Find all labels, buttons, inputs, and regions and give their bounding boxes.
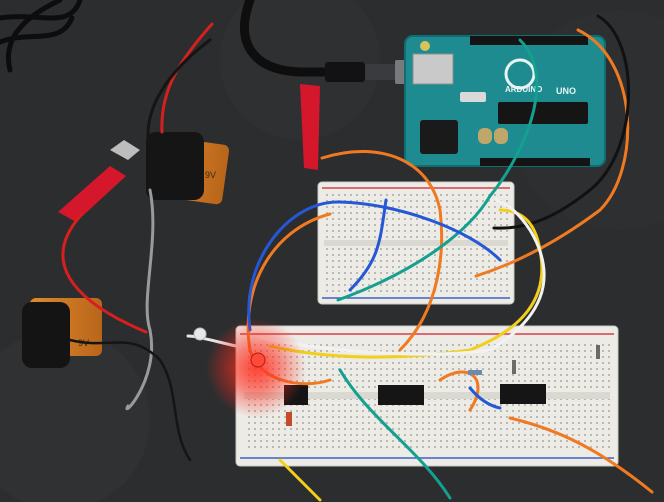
wire-blue-2 <box>348 198 388 292</box>
wire-yellow-1 <box>268 208 544 359</box>
clear-led <box>193 327 207 341</box>
wire-blue-1 <box>247 200 502 332</box>
wire-orange-4 <box>508 416 654 494</box>
red-led <box>206 318 306 418</box>
wire-red-1 <box>160 22 214 134</box>
wire-teal-2 <box>338 368 452 500</box>
battery-snap-top <box>146 132 204 200</box>
black-cable-coil <box>0 0 83 73</box>
arduino-board: ARDUINO UNO <box>404 35 606 167</box>
battery-top-label: 9V <box>205 170 216 180</box>
wire-white-1 <box>258 198 546 356</box>
led-glow <box>206 318 306 418</box>
wire-orange-2 <box>474 28 630 278</box>
wire-yellow-2 <box>278 458 322 502</box>
components <box>193 327 600 426</box>
arduino-model-text: UNO <box>556 86 576 96</box>
header-top <box>470 36 588 45</box>
wire-black-1 <box>146 38 212 152</box>
ic-chip-2 <box>378 385 424 405</box>
microcontroller-chip <box>498 102 588 124</box>
led-bulb <box>250 352 266 368</box>
resistor <box>286 412 292 426</box>
usb-cable <box>239 0 413 84</box>
arduino-logo-text: ARDUINO <box>505 85 542 94</box>
battery-snap-left <box>22 302 70 368</box>
wire-red-2 <box>61 212 148 334</box>
wire-teal-1 <box>336 38 539 302</box>
header-bottom <box>480 158 590 166</box>
alligator-clips <box>58 84 320 222</box>
wire-blue-3 <box>468 386 502 410</box>
wire-orange-5 <box>438 370 480 412</box>
wire-gray <box>125 188 155 411</box>
small-breadboard <box>317 181 515 305</box>
battery-top: 9V <box>146 132 230 205</box>
jumper-wires <box>61 14 654 502</box>
ic-chip-3 <box>500 384 546 404</box>
wire-black-2 <box>68 338 192 462</box>
usb-port <box>412 53 454 85</box>
arduino-logo-icon <box>504 58 536 90</box>
resistor-blue <box>468 370 482 375</box>
power-jack <box>420 120 458 154</box>
wire-orange-1 <box>320 150 444 352</box>
